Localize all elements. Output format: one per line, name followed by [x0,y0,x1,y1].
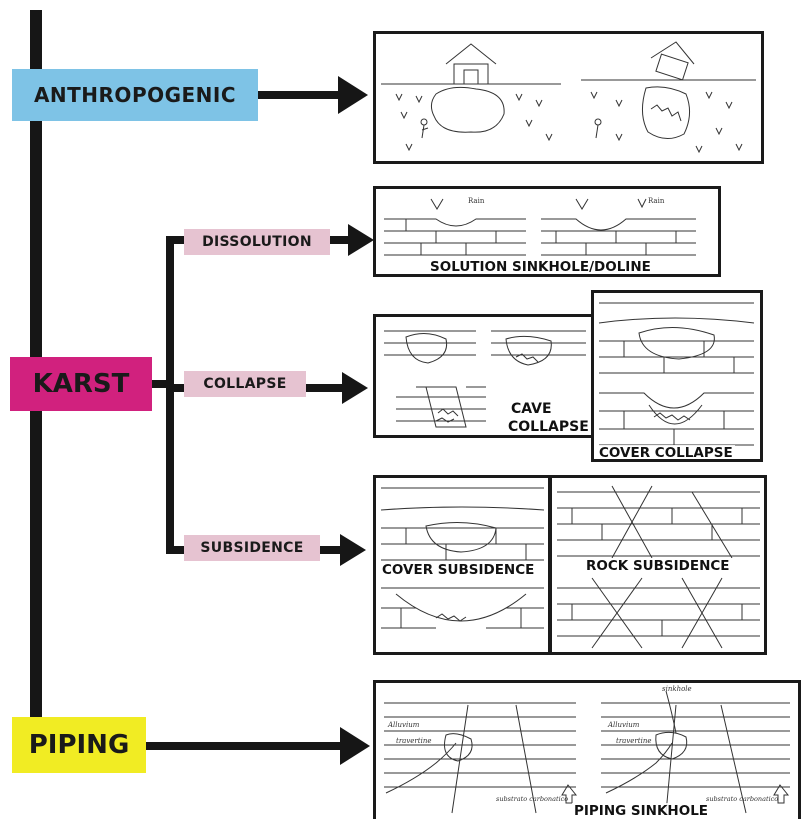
anthropogenic-sketch-panel [373,31,764,164]
dissolution-sketch-panel: Rain Rain SOLUTION SINKHOLE/DOLINE [373,186,721,277]
rain-label-1: Rain [468,197,485,205]
cover-collapse-sketch [598,302,755,446]
cover-subsidence-sketch [380,487,545,629]
collapse-box: COLLAPSE [184,371,306,397]
dissolution-arrow-icon [348,224,374,256]
rock-subsidence-sketch [557,485,760,649]
cave-collapse-sketch-panel: CAVE COLLAPSE [373,314,595,438]
anthropogenic-connector [258,91,340,99]
piping-arrow-icon [340,727,370,765]
collapse-stub [166,384,186,392]
karst-category-box: KARST [10,357,152,411]
anthropogenic-arrow-icon [338,76,368,114]
substrate-label-2: substrato carbonatico [706,795,778,803]
collapse-connector [306,384,346,392]
karst-label: KARST [32,369,130,399]
subsidence-stub [166,546,186,554]
cave-caption-line2: COLLAPSE [508,419,589,435]
alluvium-label-2: Alluvium [607,721,640,729]
piping-sketch-panel: Alluvium Alluvium travertine travertine … [373,680,801,819]
cave-caption-line1: CAVE [511,401,552,417]
subsidence-connector [320,546,344,554]
rock-subsidence-sketch-panel: ROCK SUBSIDENCE [549,475,767,655]
anthropogenic-sketch [381,41,756,154]
piping-label: PIPING [28,730,130,760]
anthropogenic-category-box: ANTHROPOGENIC [12,69,258,121]
cave-collapse-sketch [384,330,586,428]
dissolution-label: DISSOLUTION [202,234,312,250]
cover-collapse-sketch-panel: COVER COLLAPSE [591,290,763,462]
collapse-label: COLLAPSE [203,376,287,392]
travertine-label-1: travertine [396,737,431,745]
dissolution-stub [166,236,186,244]
piping-category-box: PIPING [12,717,146,773]
cover-subsidence-caption: COVER SUBSIDENCE [380,562,537,578]
anthropogenic-label: ANTHROPOGENIC [33,83,237,107]
cover-collapse-caption: COVER COLLAPSE [597,445,735,461]
piping-sinkhole-caption: PIPING SINKHOLE [572,803,711,819]
cover-subsidence-sketch-panel: COVER SUBSIDENCE [373,475,551,655]
dissolution-sketch: Rain Rain [384,197,696,256]
rock-subsidence-caption: ROCK SUBSIDENCE [584,558,732,574]
travertine-label-2: travertine [616,737,651,745]
subsidence-arrow-icon [340,534,366,566]
dissolution-box: DISSOLUTION [184,229,330,255]
karst-connector [152,380,172,388]
rain-label-2: Rain [648,197,665,205]
subsidence-box: SUBSIDENCE [184,535,320,561]
subsidence-label: SUBSIDENCE [200,540,304,556]
alluvium-label-1: Alluvium [387,721,420,729]
piping-connector [146,742,342,750]
substrate-label-1: substrato carbonatico [496,795,568,803]
karst-branch-line [166,236,174,552]
piping-sketch: Alluvium Alluvium travertine travertine … [384,685,790,814]
solution-sinkhole-caption: SOLUTION SINKHOLE/DOLINE [428,259,653,275]
collapse-arrow-icon [342,372,368,404]
dissolution-connector [330,236,352,244]
sinkhole-label: sinkhole [662,685,692,693]
